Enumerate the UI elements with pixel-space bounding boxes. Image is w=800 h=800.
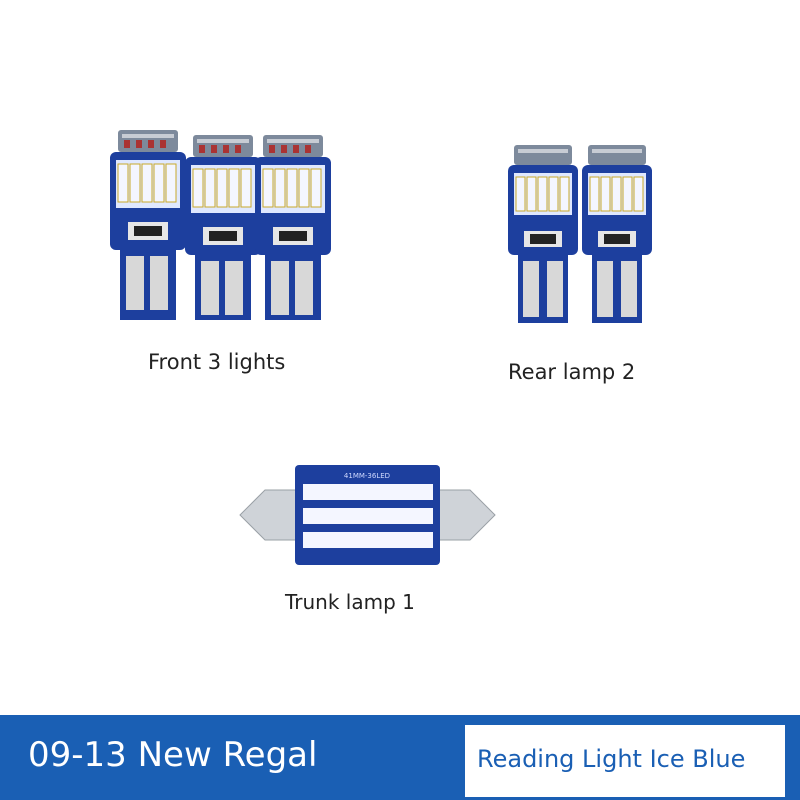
product-tag-text: Reading Light Ice Blue xyxy=(477,745,746,773)
rear-lamp-label: Rear lamp 2 xyxy=(508,360,636,384)
front-t10-bulbs-image xyxy=(109,130,332,320)
model-title: 09-13 New Regal xyxy=(28,735,318,775)
front-lights-label: Front 3 lights xyxy=(148,350,286,374)
product-banner: 09-13 New Regal Reading Light Ice Blue xyxy=(0,715,800,800)
product-tag: Reading Light Ice Blue xyxy=(465,725,785,797)
trunk-festoon-bulb-image: 41MM-36LED xyxy=(239,465,496,565)
festoon-print: 41MM-36LED xyxy=(344,472,390,480)
trunk-lamp-label: Trunk lamp 1 xyxy=(285,590,415,614)
rear-t10-bulbs-image xyxy=(507,145,653,324)
